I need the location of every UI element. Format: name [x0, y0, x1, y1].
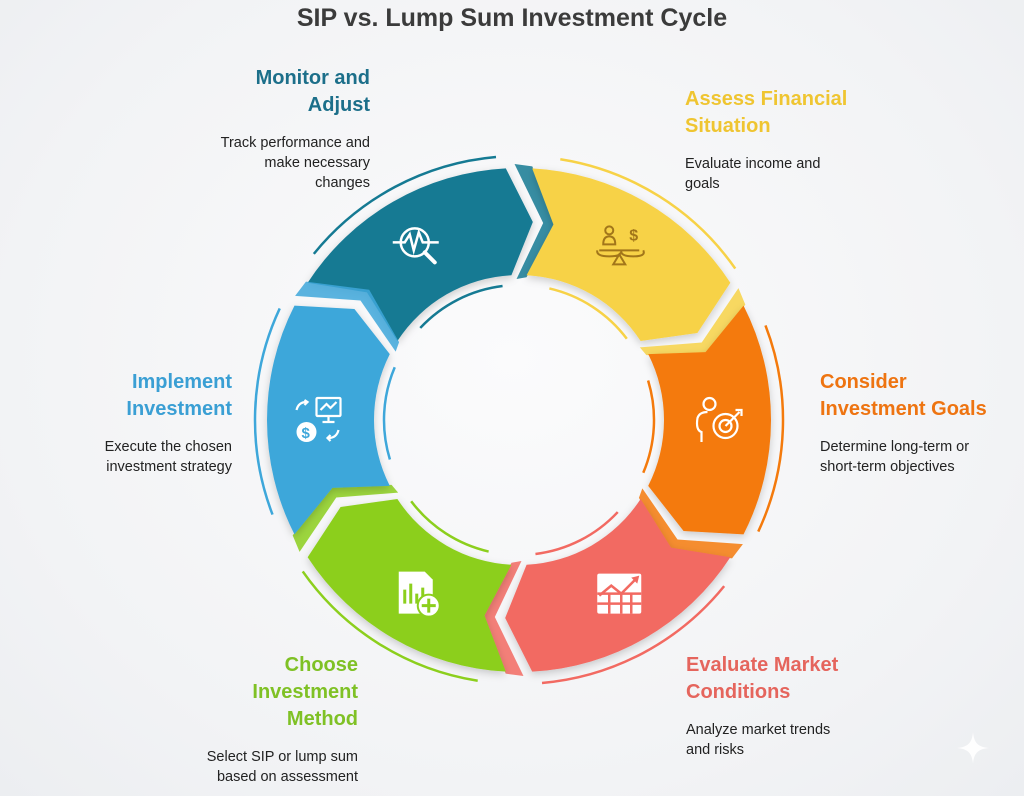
- inner-arc: [419, 284, 503, 329]
- segment-monitor-adjust: [307, 155, 557, 342]
- sparkle-icon: [957, 732, 989, 764]
- connector-tab: [481, 560, 524, 676]
- outer-arc: [560, 158, 737, 270]
- inner-arc: [642, 380, 656, 474]
- segment-implement: $: [253, 281, 400, 535]
- segment-evaluate-market: [481, 498, 731, 685]
- outer-arc: [757, 324, 785, 533]
- inner-arc: [410, 500, 489, 553]
- inner-arc: [535, 511, 619, 556]
- target-person-icon: [695, 396, 743, 442]
- monitor-analysis-icon: [392, 227, 439, 265]
- connector-tab: [295, 281, 400, 352]
- connector-tab: [514, 164, 557, 280]
- segment-shape: [648, 305, 772, 535]
- inner-arc: [549, 287, 628, 340]
- balance-scale-icon: $: [596, 225, 645, 266]
- outer-arc: [312, 155, 497, 255]
- svg-text:$: $: [629, 227, 638, 244]
- invest-exchange-icon: $: [295, 396, 342, 442]
- market-chart-icon: [597, 573, 642, 614]
- outer-arc: [253, 307, 281, 516]
- diagram-title: SIP vs. Lump Sum Investment Cycle: [296, 4, 728, 32]
- outer-arc: [301, 570, 478, 682]
- segment-shape: [526, 168, 731, 342]
- svg-text:$: $: [302, 425, 311, 442]
- inner-arc: [382, 366, 396, 460]
- document-add-icon: [398, 571, 441, 618]
- outer-arc: [541, 585, 726, 685]
